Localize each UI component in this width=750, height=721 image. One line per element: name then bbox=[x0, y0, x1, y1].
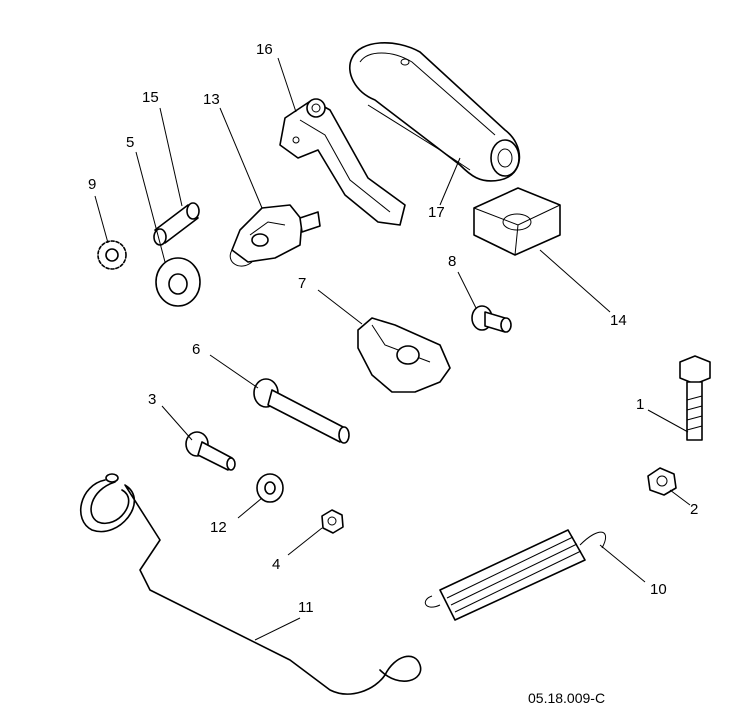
leader-2 bbox=[669, 489, 691, 506]
part-9-serrated-nut bbox=[97, 240, 127, 270]
callout-12: 12 bbox=[210, 519, 227, 536]
leader-1 bbox=[647, 409, 689, 433]
part-1-bolt bbox=[679, 355, 711, 441]
leader-lines bbox=[94, 57, 691, 641]
leader-12 bbox=[237, 497, 263, 519]
callout-6: 6 bbox=[192, 341, 201, 358]
part-7-pivot-block bbox=[357, 317, 451, 393]
leader-10 bbox=[599, 544, 646, 583]
callout-13: 13 bbox=[203, 91, 220, 108]
part-16-lever bbox=[279, 98, 406, 226]
callout-1: 1 bbox=[636, 396, 645, 413]
callout-17: 17 bbox=[428, 204, 445, 221]
part-14-pad bbox=[473, 187, 561, 256]
leader-3 bbox=[161, 405, 193, 441]
leader-4 bbox=[287, 527, 323, 556]
leader-11 bbox=[254, 617, 301, 641]
callout-14: 14 bbox=[610, 312, 627, 329]
part-12-spacer bbox=[256, 473, 284, 503]
part-15-pin bbox=[153, 202, 200, 246]
leader-8 bbox=[457, 271, 477, 309]
leader-15 bbox=[159, 107, 183, 207]
part-3-short-bolt bbox=[185, 431, 236, 471]
callout-2: 2 bbox=[690, 501, 699, 518]
callout-5: 5 bbox=[126, 134, 135, 151]
part-5-washer bbox=[155, 257, 201, 307]
callout-11: 11 bbox=[298, 599, 314, 616]
callout-9: 9 bbox=[88, 176, 97, 193]
part-8-shoulder-bolt bbox=[471, 305, 512, 333]
leader-5 bbox=[135, 151, 166, 263]
callout-16: 16 bbox=[256, 41, 273, 58]
leader-7 bbox=[317, 289, 363, 325]
part-2-lock-nut bbox=[647, 467, 677, 496]
callout-10: 10 bbox=[650, 581, 667, 598]
reference-code: 05.18.009-C bbox=[528, 690, 606, 706]
callout-8: 8 bbox=[448, 253, 457, 270]
leader-6 bbox=[209, 354, 259, 389]
part-13-bracket bbox=[229, 204, 321, 267]
leader-9 bbox=[94, 195, 109, 244]
leader-16 bbox=[277, 57, 297, 113]
part-6-long-bolt bbox=[253, 378, 350, 444]
part-17-handle-grip bbox=[349, 42, 521, 182]
part-4-hex-nut bbox=[321, 509, 344, 534]
callout-7: 7 bbox=[298, 275, 307, 292]
callout-15: 15 bbox=[142, 89, 159, 106]
part-10-spring bbox=[424, 529, 607, 621]
leader-13 bbox=[219, 107, 263, 209]
callout-4: 4 bbox=[272, 556, 281, 573]
leader-17 bbox=[439, 157, 461, 206]
part-11-bent-rod bbox=[79, 473, 422, 695]
callout-3: 3 bbox=[148, 391, 157, 408]
leader-14 bbox=[539, 249, 611, 313]
